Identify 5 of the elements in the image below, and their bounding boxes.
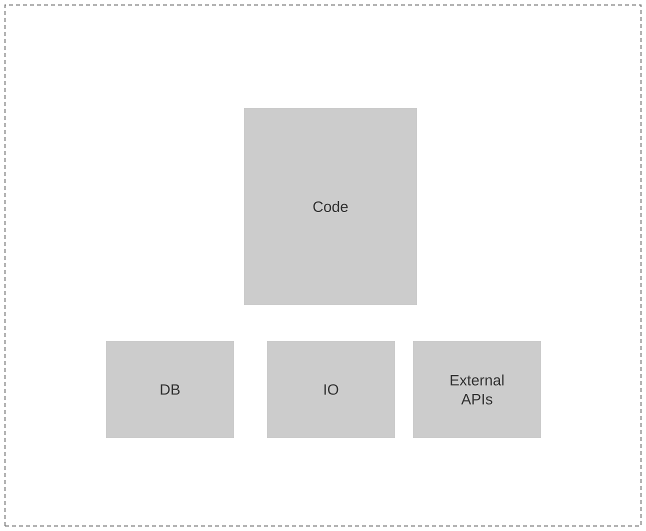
dashed-frame xyxy=(4,4,642,526)
process-box: Code xyxy=(244,108,417,305)
process-box: DB xyxy=(106,341,234,438)
process-box: External APIs xyxy=(413,341,541,438)
process-box: IO xyxy=(267,341,395,438)
